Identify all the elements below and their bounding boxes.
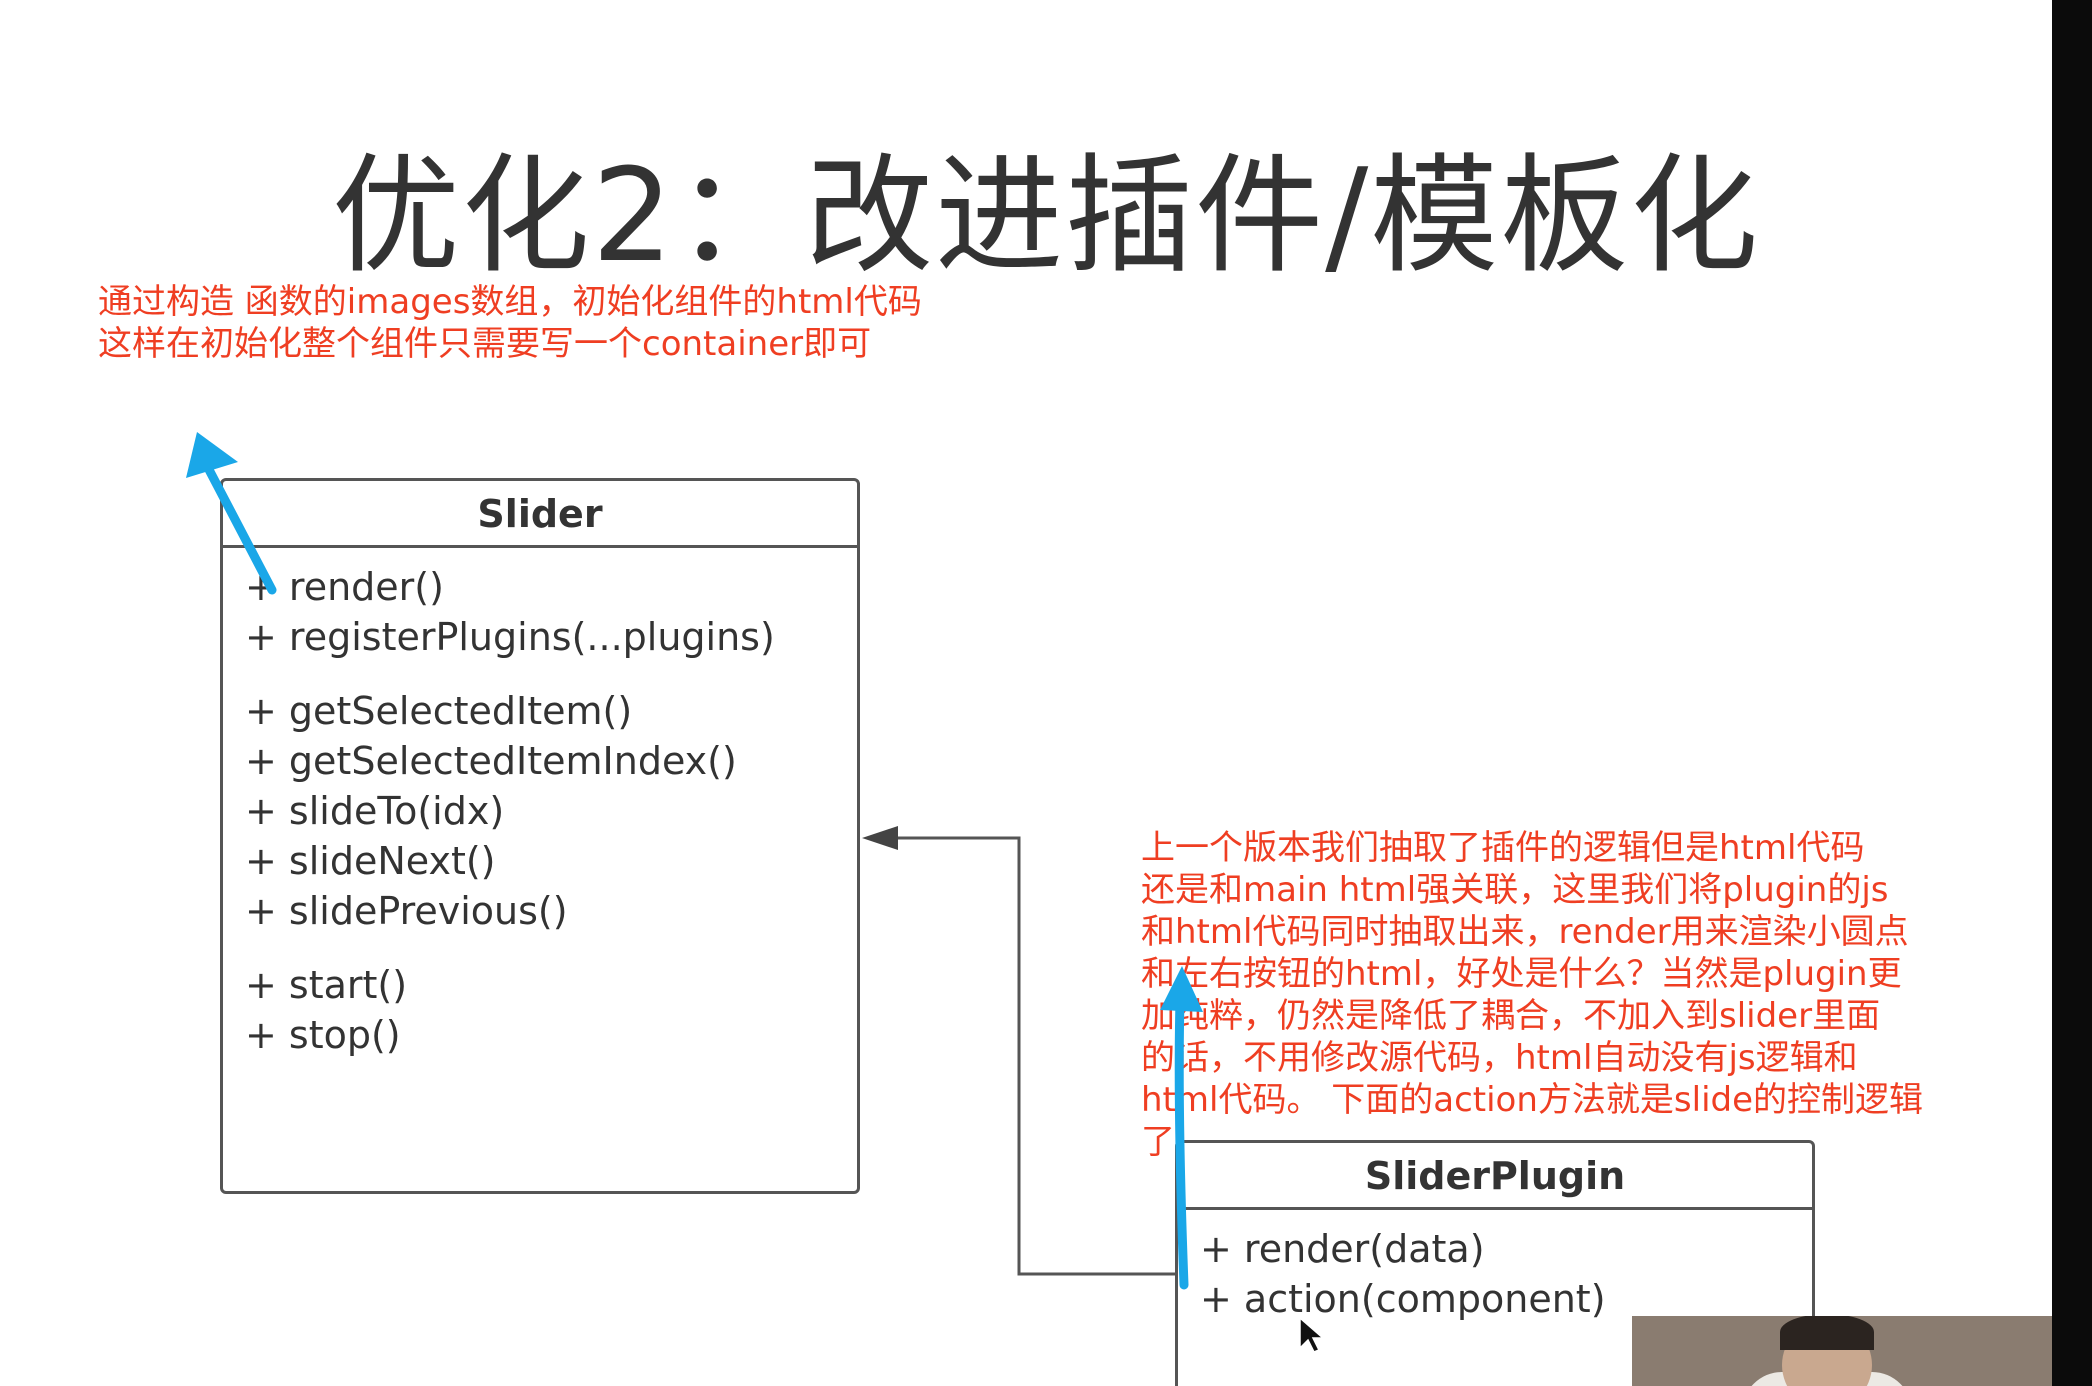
blue-arrow-up-left [186,432,277,595]
right-annotation-line-6: 的话，不用修改源代码，html自动没有js逻辑和 [1141,1038,1858,1078]
right-annotation: 上一个版本我们抽取了插件的逻辑但是html代码 还是和main html强关联，… [1141,827,1923,1163]
method-register-plugins: + registerPlugins(...plugins) [245,615,775,659]
slider-methods: + render() + registerPlugins(...plugins)… [223,562,857,1060]
method-slide-to: + slideTo(idx) [245,789,505,833]
right-annotation-line-3: 和html代码同时抽取出来，render用来渲染小圆点 [1141,912,1909,952]
slider-plugin-class-box: SliderPlugin + render(data) + action(com… [1175,1140,1815,1386]
right-annotation-line-7: html代码。 下面的action方法就是slide的控制逻辑 [1141,1080,1924,1120]
plugin-to-slider-connector [880,836,1175,1276]
top-annotation-line-1: 通过构造 函数的images数组，初始化组件的html代码 [98,282,922,322]
blue-arrow-up [1160,966,1203,1290]
right-annotation-line-2: 还是和main html强关联，这里我们将plugin的js [1141,870,1889,910]
right-annotation-line-8: 了 [1141,1122,1175,1162]
top-annotation: 通过构造 函数的images数组，初始化组件的html代码 这样在初始化整个组件… [98,281,922,365]
presenter-hair [1780,1316,1874,1350]
method-stop: + stop() [245,1013,401,1057]
plugin-method-action: + action(component) [1200,1277,1606,1321]
webcam-overlay [1632,1316,2052,1386]
slider-method-group-2: + getSelectedItem() + getSelectedItemInd… [245,686,857,936]
slider-plugin-method-group: + render(data) + action(component) [1200,1224,1812,1324]
slide-title: 优化2：改进插件/模板化 [331,142,1761,291]
plugin-method-render: + render(data) [1200,1227,1485,1271]
slider-class-name: Slider [223,481,857,548]
method-get-selected-item-index: + getSelectedItemIndex() [245,739,737,783]
right-annotation-line-5: 加纯粹，仍然是降低了耦合，不加入到slider里面 [1141,996,1881,1036]
slider-method-group-3: + start() + stop() [245,960,857,1060]
method-slide-next: + slideNext() [245,839,496,883]
connector-arrowhead [862,826,898,850]
right-annotation-line-1: 上一个版本我们抽取了插件的逻辑但是html代码 [1141,828,1865,868]
right-annotation-line-4: 和左右按钮的html，好处是什么？当然是plugin更 [1141,954,1902,994]
mouse-cursor-icon [1299,1316,1326,1353]
right-edge-strip [2052,0,2092,1386]
method-start: + start() [245,963,408,1007]
method-get-selected-item: + getSelectedItem() [245,689,633,733]
slider-plugin-methods: + render(data) + action(component) [1178,1224,1812,1324]
method-render: + render() [245,565,444,609]
slider-plugin-class-name: SliderPlugin [1178,1143,1812,1210]
method-slide-previous: + slidePrevious() [245,889,568,933]
slider-class-box: Slider + render() + registerPlugins(...p… [220,478,860,1194]
top-annotation-line-2: 这样在初始化整个组件只需要写一个container即可 [98,324,872,364]
slider-method-group-1: + render() + registerPlugins(...plugins) [245,562,857,662]
